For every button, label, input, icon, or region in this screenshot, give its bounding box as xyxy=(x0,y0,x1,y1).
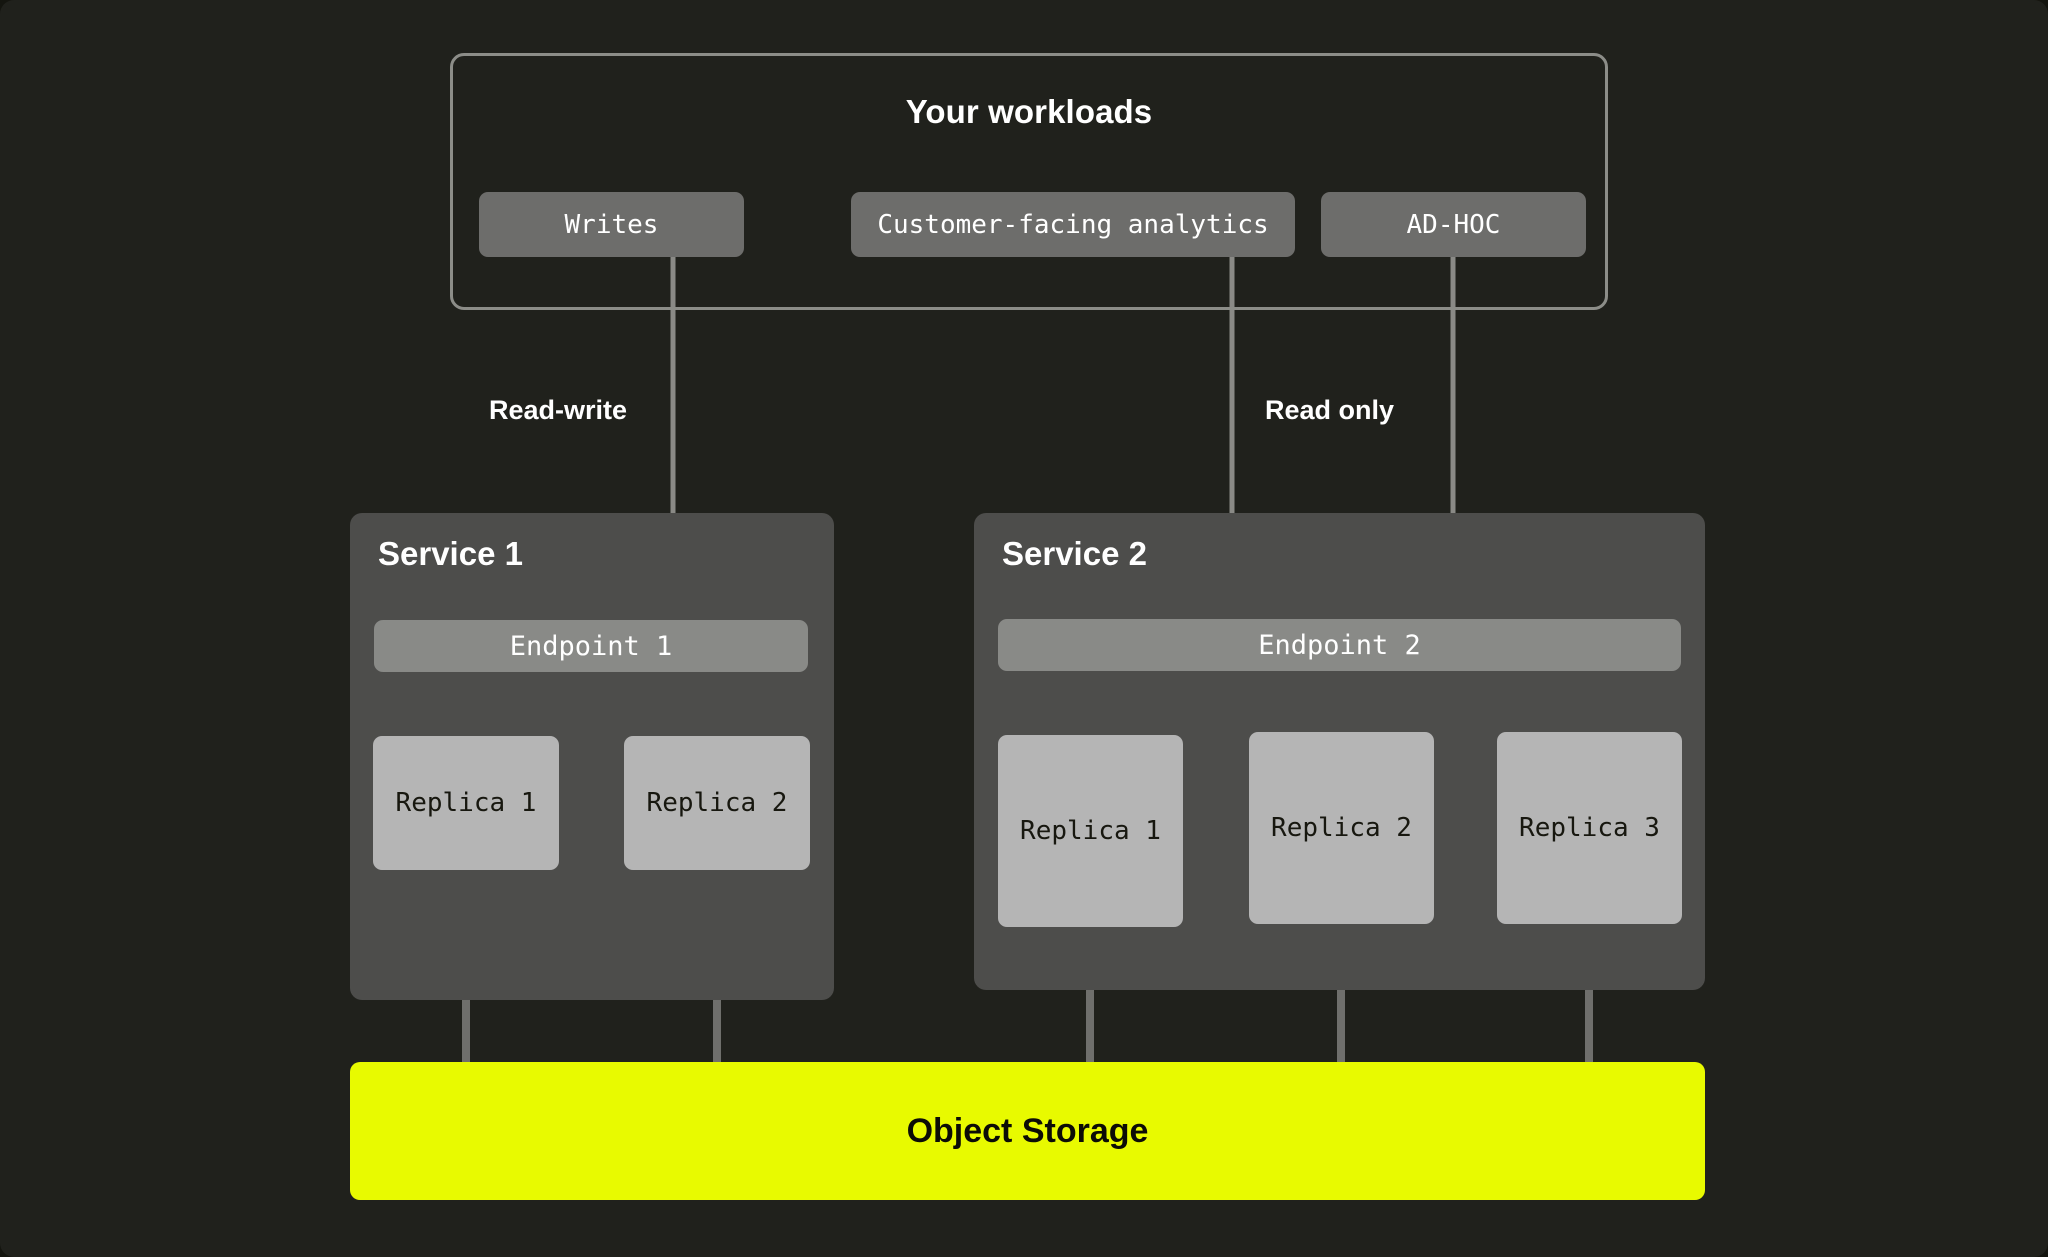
workload-chip-ad-hoc[interactable]: AD-HOC xyxy=(1321,192,1586,257)
workload-chip-customer-facing-analytics[interactable]: Customer-facing analytics xyxy=(851,192,1295,257)
your-workloads-title: Your workloads xyxy=(905,93,1153,130)
service-1-replica-1[interactable]: Replica 1 xyxy=(373,736,559,870)
endpoint-2[interactable]: Endpoint 2 xyxy=(998,619,1681,671)
edge-label-read-only: Read only xyxy=(1265,395,1395,425)
endpoint-1[interactable]: Endpoint 1 xyxy=(374,620,808,672)
object-storage-bar[interactable]: Object Storage xyxy=(350,1062,1705,1200)
your-workloads-container: Your workloads xyxy=(450,53,1608,310)
service-panel-2: Service 2 Endpoint 2 Replica 1 Replica 2… xyxy=(974,513,1705,990)
service-2-replica-3[interactable]: Replica 3 xyxy=(1497,732,1682,924)
service-1-replica-2[interactable]: Replica 2 xyxy=(624,736,810,870)
service-2-replica-1[interactable]: Replica 1 xyxy=(998,735,1183,927)
workload-chip-writes[interactable]: Writes xyxy=(479,192,744,257)
service-2-title: Service 2 xyxy=(1002,535,1147,572)
service-2-replica-2[interactable]: Replica 2 xyxy=(1249,732,1434,924)
service-panel-1: Service 1 Endpoint 1 Replica 1 Replica 2 xyxy=(350,513,834,1000)
edge-label-read-write: Read-write xyxy=(489,395,628,425)
service-1-title: Service 1 xyxy=(378,535,523,572)
object-storage-label: Object Storage xyxy=(906,1111,1149,1150)
